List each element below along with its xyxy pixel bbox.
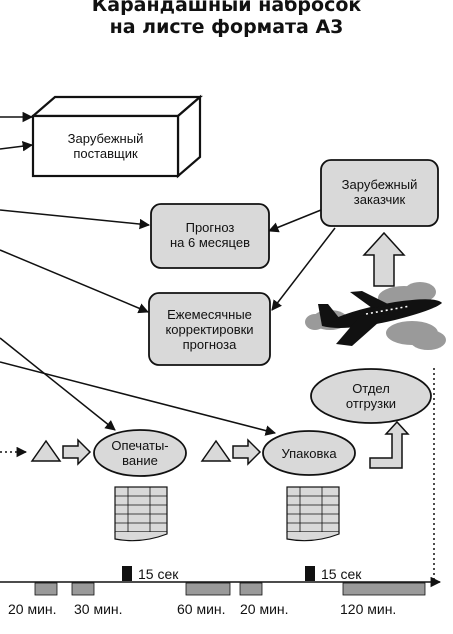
cycle-time-label: 15 сек — [138, 566, 179, 582]
triangle-inventory-icon — [30, 439, 62, 462]
info-line — [0, 249, 149, 314]
title-line-2: на листе формата А3 — [109, 16, 344, 38]
triangle-inventory-icon — [200, 439, 232, 462]
info-line — [0, 140, 34, 152]
airplane-icon — [305, 282, 446, 350]
wait-time-label: 120 мин. — [340, 601, 397, 617]
wait-time-label: 30 мин. — [74, 601, 123, 617]
printing-label: Опечаты- вание — [111, 438, 169, 468]
timeline-marker — [122, 566, 132, 581]
shipment-up-arrow-icon — [362, 231, 406, 287]
document-icon — [286, 486, 340, 542]
push-arrow-icon — [62, 438, 92, 466]
timeline-segment — [239, 582, 263, 596]
timeline-segment — [185, 582, 231, 596]
wait-time-label: 20 мин. — [8, 601, 57, 617]
monthly-correction-label: Ежемесячные корректировки прогноза — [165, 307, 254, 352]
bent-arrow-icon — [369, 420, 410, 469]
title-line-1: Карандашный набросок — [91, 0, 362, 16]
forecast-label: Прогноз на 6 месяцев — [169, 220, 250, 250]
info-line — [268, 209, 322, 233]
printing-process — [93, 429, 187, 477]
info-line — [0, 209, 151, 230]
shipping-label: Отдел отгрузки — [345, 381, 397, 411]
diagram-title: Карандашный набросок на листе формата А3 — [0, 0, 453, 38]
customer-label: Зарубежный заказчик — [341, 177, 418, 207]
timeline-marker — [305, 566, 315, 581]
cycle-time-label: 15 сек — [321, 566, 362, 582]
shipping-department — [310, 368, 432, 424]
packing-process — [262, 430, 356, 476]
packing-label: Упаковка — [281, 446, 337, 461]
supplier-label: Зарубежный поставщик — [67, 131, 144, 161]
monthly-correction-box — [148, 292, 271, 366]
wait-time-label: 60 мин. — [177, 601, 226, 617]
forecast-box — [150, 203, 270, 269]
timeline-segment — [342, 582, 426, 596]
customer-box — [320, 159, 439, 227]
wait-time-label: 20 мин. — [240, 601, 289, 617]
info-line — [0, 361, 277, 436]
timeline-segment — [34, 582, 58, 596]
push-arrow-icon — [232, 438, 262, 466]
timeline-segment — [71, 582, 95, 596]
info-line — [0, 337, 116, 431]
info-line — [271, 227, 336, 311]
supplier-box — [30, 94, 203, 179]
document-icon — [114, 486, 168, 542]
